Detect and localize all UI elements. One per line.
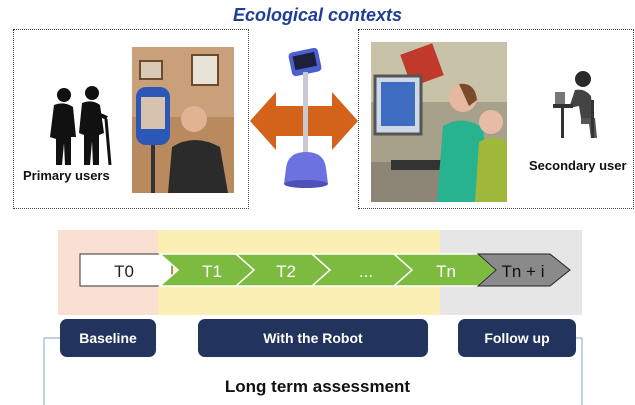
step-tn: Tn <box>436 262 456 281</box>
step-ellipsis: ... <box>359 262 373 281</box>
elderly-user-with-robot-photo <box>132 47 234 193</box>
step-t1: T1 <box>202 262 222 281</box>
primary-users-context: Primary users <box>13 29 249 209</box>
person-at-desk-icon <box>553 71 597 138</box>
step-t0: T0 <box>114 262 134 281</box>
telepresence-robot-image <box>284 47 328 188</box>
elderly-couple-icon <box>50 86 112 166</box>
diagram-title: Ecological contexts <box>232 5 403 25</box>
secondary-user-label: Secondary user <box>529 158 627 173</box>
primary-users-label: Primary users <box>23 168 110 183</box>
step-t2: T2 <box>276 262 296 281</box>
with-robot-label: With the Robot <box>198 319 428 357</box>
caregiver-at-computer-photo <box>371 42 507 202</box>
timeline: T0 T1 T2 ... Tn Tn + i <box>79 253 571 287</box>
long-term-assessment-label: Long term assessment <box>224 377 411 396</box>
baseline-label: Baseline <box>60 319 156 357</box>
step-tn-plus-i: Tn + i <box>502 262 545 281</box>
secondary-user-context: Secondary user <box>358 29 634 209</box>
follow-up-label: Follow up <box>458 319 576 357</box>
assessment-bracket <box>43 337 583 405</box>
